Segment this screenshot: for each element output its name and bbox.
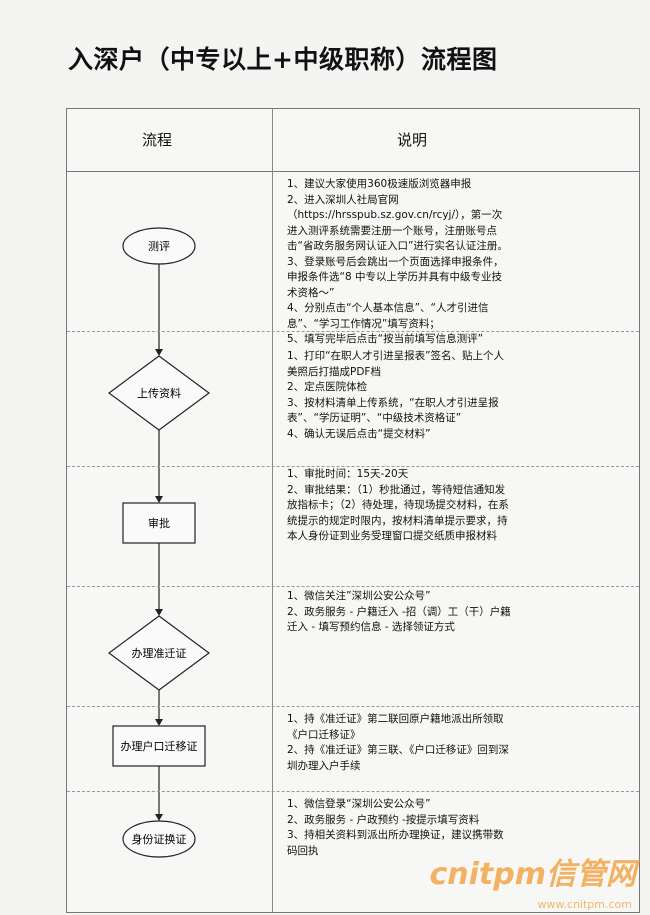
watermark-url: www.cnitpm.com	[537, 898, 632, 911]
flow-table: 流程 说明 测评上传资料审批办理准迁证办理户口迁移证身份证换证 1、建议大家使用…	[66, 108, 640, 913]
description-line: 5、填写完毕后点击“按当前填写信息测评”	[287, 333, 484, 345]
flow-step-label: 办理户口迁移证	[121, 739, 198, 753]
description-line: 1、建议大家使用360极速版浏览器申报	[287, 178, 472, 190]
flow-step-label: 上传资料	[137, 386, 181, 400]
flow-step-label: 身份证换证	[132, 832, 187, 846]
watermark-logo: cnitpm信管网	[429, 857, 637, 892]
step-description: 1、打印“在职人才引进呈报表”签名、贴上个人美照后打描成PDF档 2、定点医院体检…	[287, 349, 512, 442]
flow-shape-rect	[122, 502, 196, 544]
header-description: 说明	[397, 131, 428, 149]
description-line: 1、审批时间：15天-20天	[287, 468, 409, 480]
section-divider	[67, 706, 639, 707]
step-description: 1、建议大家使用360极速版浏览器申报 2、进入深圳人社局官网（https://h…	[287, 177, 512, 348]
description-line: 2、审批结果：（1）秒批通过，等待短信通知发放指标卡；（2）待处理，待现场提交材…	[287, 483, 509, 543]
arrowhead-icon	[155, 349, 163, 356]
description-line: 4、分别点击“个人基本信息”、“人才引进信息”、“学习工作情况”填写资料；	[287, 302, 489, 330]
description-line: 1、微信关注”深圳公安公众号”	[287, 590, 431, 602]
flow-shape-ellipse	[122, 820, 196, 858]
step-description: 1、审批时间：15天-20天 2、审批结果：（1）秒批通过，等待短信通知发放指标卡…	[287, 467, 512, 545]
flow-step-label: 办理准迁证	[132, 647, 187, 660]
section-divider	[67, 331, 639, 332]
flow-step-label: 审批	[148, 516, 170, 530]
description-line: 2、进入深圳人社局官网（https://hrsspub.sz.gov.cn/rc…	[287, 193, 508, 253]
description-line: 2、政务服务 - 户政预约 -按提示填写资料	[287, 813, 480, 826]
column-divider	[272, 109, 273, 912]
step-description: 1、微信关注”深圳公安公众号” 2、政务服务 - 户籍迁入 -招（调）工（干）户籍…	[287, 589, 512, 636]
description-line: 1、持《准迁证》第二联回原户籍地派出所领取《户口迁移证》	[287, 713, 504, 741]
description-line: 1、打印“在职人才引进呈报表”签名、贴上个人美照后打描成PDF档	[287, 350, 505, 378]
arrowhead-icon	[155, 496, 163, 503]
description-line: 2、政务服务 - 户籍迁入 -招（调）工（干）户籍迁入 - 填写预约信息 - 选…	[287, 605, 511, 634]
description-line: 2、定点医院体检	[287, 381, 368, 393]
flow-shape-rect	[112, 725, 206, 767]
arrowhead-icon	[155, 609, 163, 616]
description-line: 1、微信登录“深圳公安公众号”	[287, 798, 431, 810]
section-divider	[67, 466, 639, 467]
step-description: 1、持《准迁证》第二联回原户籍地派出所领取《户口迁移证》 2、持《准迁证》第三联、…	[287, 712, 512, 774]
step-description: 1、微信登录“深圳公安公众号” 2、政务服务 - 户政预约 -按提示填写资料 3、持…	[287, 797, 512, 859]
section-divider	[67, 791, 639, 792]
table-header: 流程 说明	[67, 109, 639, 172]
arrowhead-icon	[155, 719, 163, 726]
description-line: 3、持相关资料到派出所办理换证，建议携带数码回执	[287, 829, 504, 857]
description-line: 3、按材料清单上传系统，“在职人才引进呈报表”、“学历证明”、“中级技术资格证”	[287, 396, 499, 425]
section-divider	[67, 586, 639, 587]
header-process: 流程	[142, 131, 173, 149]
flow-step-label: 测评	[148, 240, 170, 253]
description-line: 4、确认无误后点击“提交材料”	[287, 427, 431, 440]
description-line: 2、持《准迁证》第三联、《户口迁移证》回到深圳办理入户手续	[287, 744, 509, 772]
page-title: 入深户（中专以上+中级职称）流程图	[68, 45, 498, 74]
arrowhead-icon	[155, 814, 163, 821]
description-line: 3、登录账号后会跳出一个页面选择申报条件，申报条件选“8 中专以上学历并具有中级…	[287, 255, 504, 299]
